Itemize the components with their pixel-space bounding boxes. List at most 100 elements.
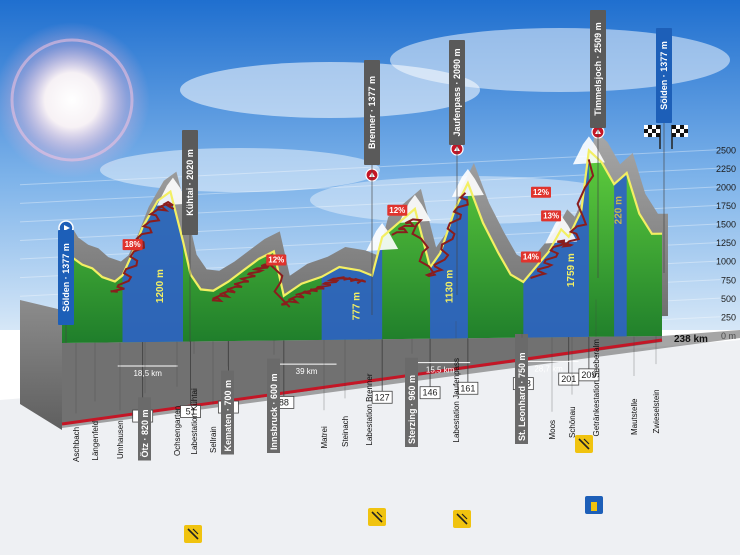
place-label: Sellrain [209, 426, 218, 453]
climb-gain: 1200 m [155, 269, 166, 303]
flag-cell [684, 125, 688, 129]
place-label: Ötz · 820 m [140, 409, 150, 457]
climb-gain: 777 m [351, 292, 362, 320]
cloud [180, 62, 480, 118]
flag-cell [656, 129, 660, 133]
gradient-badge [520, 251, 541, 263]
distance-badge [578, 368, 600, 382]
pass-label: Sölden · 1377 m [61, 243, 71, 312]
distance-label: 51 [186, 407, 196, 417]
climb-gain: 1759 m [566, 253, 577, 287]
gradient-label: 13% [543, 211, 559, 220]
aid-station-icon-mark [456, 513, 468, 525]
gradient-badge [541, 210, 562, 222]
gradient-badge [387, 204, 408, 216]
y-tick-label: 500 [721, 294, 736, 304]
place-label: Steinach [341, 416, 350, 447]
place-label: Schönau [568, 406, 577, 438]
y-tick-label: 2500 [716, 145, 736, 155]
y-tick-label: 1000 [716, 257, 736, 267]
place-label: Ochsengarten [173, 406, 182, 456]
flag-cell [652, 133, 656, 137]
climb-length: 18,5 km [133, 369, 162, 378]
aid-station-icon-mark [583, 438, 590, 445]
climb-length: 15,5 km [426, 366, 455, 375]
place-label: Kematen · 700 m [223, 380, 233, 452]
distance-label: 146 [423, 388, 438, 398]
place-label: Zwieselstein [652, 389, 661, 433]
distance-label: 161 [460, 383, 475, 393]
flag-cell [644, 133, 648, 137]
flag-cell [684, 129, 688, 133]
distance-badge [457, 381, 479, 395]
place-label: Mautstelle [630, 398, 639, 435]
flag-cell [680, 125, 684, 129]
flag-cell [644, 125, 648, 129]
aid-station-icon-mark [192, 528, 199, 535]
place-badge [267, 358, 280, 453]
ascent-area [614, 173, 627, 337]
ascent-area [122, 191, 184, 343]
distance-badge [180, 405, 201, 418]
finish-flag-icon [671, 125, 688, 149]
finish-flag-icon [644, 125, 661, 149]
place-label: Sterzing · 960 m [407, 375, 417, 444]
y-tick-label: 1250 [716, 238, 736, 248]
pass-sign [449, 40, 465, 145]
place-badge [221, 370, 234, 455]
distance-label: 127 [375, 392, 390, 402]
pass-sign [182, 130, 198, 235]
aid-station-icon-mark [461, 513, 468, 520]
place-label: Moos [548, 420, 557, 440]
flag-cell [656, 133, 660, 137]
flag-cell [680, 129, 684, 133]
climb-gain: 220 m [614, 196, 625, 224]
flag-cell [656, 125, 660, 129]
y-tick-label: 750 [721, 275, 736, 285]
place-label: Umhausen [116, 420, 125, 459]
place-label: Labestation Kühtai [190, 388, 199, 454]
gradient-label: 12% [533, 188, 549, 197]
flag-cell [648, 129, 652, 133]
climb-gain: 1130 m [445, 270, 456, 303]
labels: 1200 m 777 m 1130 m 1759 m 220 m 18,5 km 39 km… [58, 10, 708, 462]
pass-sign [364, 60, 380, 165]
road-serpentine [391, 192, 469, 278]
flag-cell [672, 125, 676, 129]
ascent-area [430, 183, 468, 339]
terrain [20, 130, 740, 430]
aid-station-icon-mark [371, 511, 383, 523]
y-tick-label: 1750 [716, 201, 736, 211]
road-baseline [61, 338, 663, 426]
flag-cell [648, 133, 652, 137]
place-label: Getränkestation Seeberalm [592, 339, 601, 437]
gradient-label: 14% [523, 253, 539, 262]
y-tick-label: 2000 [716, 182, 736, 192]
y-tick-label: 2250 [716, 164, 736, 174]
distance-badge [419, 386, 441, 400]
road-serpentine [211, 261, 367, 308]
sun-halo [10, 38, 134, 162]
place-label: Aschbach [72, 427, 81, 462]
place-label: Längenfeld [91, 421, 100, 461]
y-tick-label: 1500 [716, 220, 736, 230]
pass-sign [590, 10, 606, 128]
cloud [100, 148, 380, 192]
climb-length: 39 km [296, 367, 318, 376]
distance-badge [371, 390, 393, 404]
snow-cap [156, 177, 189, 206]
distance-label: 209 [581, 370, 596, 380]
gradient-badge [122, 239, 143, 251]
y-tick-label: 250 [721, 312, 736, 322]
sun [0, 22, 150, 178]
climb-length: 28,7 km [534, 364, 563, 373]
ascent-area [523, 150, 589, 338]
flag-cell [644, 129, 648, 133]
flag-cell [672, 129, 676, 133]
distance-label: 201 [561, 374, 576, 384]
start-icon-arrow [64, 225, 70, 231]
place-label: Innsbruck · 600 m [269, 373, 279, 450]
place-badge [405, 357, 418, 447]
